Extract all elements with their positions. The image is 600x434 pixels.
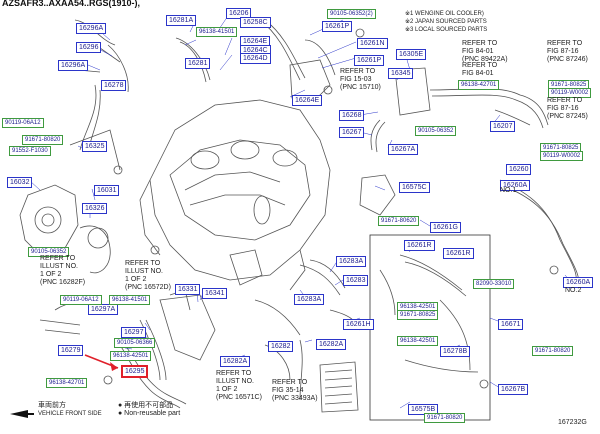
part-16032[interactable]: 16032 xyxy=(7,177,33,188)
part-16261P[interactable]: 16261P xyxy=(354,55,385,66)
part-16281[interactable]: 16281 xyxy=(185,58,211,69)
part-16267A[interactable]: 16267A xyxy=(388,144,419,155)
part-16282A[interactable]: 16282A xyxy=(316,339,347,350)
code-label[interactable]: 91671-80820 xyxy=(532,346,574,356)
part-16268[interactable]: 16268 xyxy=(339,110,365,121)
code-label[interactable]: 90105-06366 xyxy=(114,338,156,348)
part-16278B[interactable]: 16278B xyxy=(440,346,471,357)
non-reusable-legend: ● Non-reusable part xyxy=(118,410,181,417)
code-label[interactable]: 90105-06352 xyxy=(415,126,457,136)
part-16282A[interactable]: 16282A xyxy=(220,356,251,367)
code-label[interactable]: 90105-06352 xyxy=(28,247,70,257)
bracket xyxy=(359,174,396,216)
refer-note[interactable]: REFER TO FIG 35-14 (PNC 33493A) xyxy=(272,379,318,402)
refer-note[interactable]: REFER TO FIG 87-16 (PNC 87246) xyxy=(547,40,588,63)
code-label[interactable]: 90119-W0002 xyxy=(548,88,592,98)
variant-note: NO.1 xyxy=(500,187,517,194)
part-16283[interactable]: 16283 xyxy=(343,275,369,286)
vehicle-front-label: VEHICLE FRONT SIDE xyxy=(38,411,102,417)
outlet-housing xyxy=(289,59,331,101)
part-16345[interactable]: 16345 xyxy=(388,68,414,79)
code-label[interactable]: 96138-42501 xyxy=(397,336,439,346)
page-title: AZSAFR3..AXAA54..RGS(1910-), xyxy=(2,0,141,8)
part-16295-highlighted[interactable]: 16295 xyxy=(121,365,149,378)
code-label[interactable]: 91671-80620 xyxy=(378,216,420,226)
part-16267B[interactable]: 16267B xyxy=(498,384,529,395)
part-16260A[interactable]: 16260A xyxy=(500,180,531,191)
oil-cooler-body xyxy=(394,67,431,116)
part-16282[interactable]: 16282 xyxy=(268,341,294,352)
code-label[interactable]: 90119-06A12 xyxy=(60,295,102,305)
part-16297[interactable]: 16297 xyxy=(121,327,147,338)
part-16261H[interactable]: 16261H xyxy=(343,319,374,330)
code-label[interactable]: 96138-42701 xyxy=(46,378,88,388)
variant-note: NO.2 xyxy=(565,287,582,294)
part-16305E[interactable]: 16305E xyxy=(396,49,427,60)
part-16031[interactable]: 16031 xyxy=(94,185,120,196)
legend-note-1: ※1 WENGINE OIL COOLER) xyxy=(405,11,484,17)
part-16341[interactable]: 16341 xyxy=(202,288,228,299)
code-label[interactable]: 82090-33010 xyxy=(473,279,515,289)
part-16267[interactable]: 16267 xyxy=(339,127,365,138)
refer-note[interactable]: REFER TO ILLUST NO. 1 OF 2 (PNC 16572D) xyxy=(125,260,171,291)
part-16260[interactable]: 16260 xyxy=(506,164,532,175)
code-label[interactable]: 90119-W0002 xyxy=(540,151,584,161)
part-16264E[interactable]: 16264E xyxy=(292,95,323,106)
code-label[interactable]: 90119-06A12 xyxy=(2,118,44,128)
part-16278[interactable]: 16278 xyxy=(101,80,127,91)
legend-note-3: ※3 LOCAL SOURCED PARTS xyxy=(405,27,488,33)
part-16261P[interactable]: 16261P xyxy=(322,21,353,32)
code-label[interactable]: 91671-80820 xyxy=(22,135,64,145)
code-label[interactable]: 96138-41501 xyxy=(196,27,238,37)
part-16207[interactable]: 16207 xyxy=(490,121,516,132)
code-label[interactable]: 96138-41501 xyxy=(109,295,151,305)
part-16261R[interactable]: 16261R xyxy=(443,248,474,259)
part-16258C[interactable]: 16258C xyxy=(240,17,271,28)
code-label[interactable]: 91552-F1030 xyxy=(9,146,51,156)
code-label[interactable]: 91671-80820 xyxy=(424,413,466,423)
part-16261N[interactable]: 16261N xyxy=(357,38,388,49)
detail-inset-frame xyxy=(369,234,491,421)
refer-note[interactable]: REFER TO FIG 15-03 (PNC 15710) xyxy=(340,68,381,91)
part-16281A[interactable]: 16281A xyxy=(166,15,197,26)
part-16283A[interactable]: 16283A xyxy=(336,256,367,267)
engine-block-outline xyxy=(149,99,331,281)
water-pump-housing xyxy=(19,184,79,256)
part-16261G[interactable]: 16261G xyxy=(430,222,461,233)
code-label[interactable]: 96138-42701 xyxy=(458,80,500,90)
part-16326[interactable]: 16326 xyxy=(82,203,108,214)
part-16296[interactable]: 16296 xyxy=(76,42,102,53)
legend-note-2: ※2 JAPAN SOURCED PARTS xyxy=(405,19,487,25)
part-16283A[interactable]: 16283A xyxy=(294,294,325,305)
refer-note[interactable]: REFER TO ILLUST NO. 1 OF 2 (PNC 16282F) xyxy=(40,255,86,286)
part-16296A[interactable]: 16296A xyxy=(76,23,107,34)
part-16325[interactable]: 16325 xyxy=(82,141,108,152)
part-16264D[interactable]: 16264D xyxy=(240,53,271,64)
front-arrow-icon xyxy=(10,410,28,418)
refer-note[interactable]: REFER TO FIG 87-16 (PNC 87245) xyxy=(547,97,588,120)
refer-note[interactable]: REFER TO ILLUST NO. 1 OF 2 (PNC 16571C) xyxy=(216,370,262,401)
part-16575C[interactable]: 16575C xyxy=(399,182,430,193)
refer-note[interactable]: REFER TO FIG 84-01 xyxy=(462,62,498,77)
part-16206[interactable]: 16206 xyxy=(226,8,252,19)
vehicle-front-label-cn: 車両前方 xyxy=(38,402,66,409)
part-16279[interactable]: 16279 xyxy=(58,345,84,356)
part-16296A[interactable]: 16296A xyxy=(58,60,89,71)
non-reusable-legend-cn: ● 再使用不可部品 xyxy=(118,402,174,409)
code-label[interactable]: 91671-80825 xyxy=(397,310,439,320)
refer-note[interactable]: REFER TO FIG 84-01 (PNC 89422A) xyxy=(462,40,508,63)
part-16261R[interactable]: 16261R xyxy=(404,240,435,251)
code-label[interactable]: 90105-06352(2) xyxy=(327,9,376,19)
figure-id: 167232G xyxy=(558,419,587,426)
code-label[interactable]: 96138-42501 xyxy=(110,351,152,361)
part-16575B[interactable]: 16575B xyxy=(408,404,439,415)
part-16297A[interactable]: 16297A xyxy=(88,304,119,315)
part-16671[interactable]: 16671 xyxy=(498,319,524,330)
part-16260A[interactable]: 16260A xyxy=(563,277,594,288)
part-16331[interactable]: 16331 xyxy=(175,284,201,295)
